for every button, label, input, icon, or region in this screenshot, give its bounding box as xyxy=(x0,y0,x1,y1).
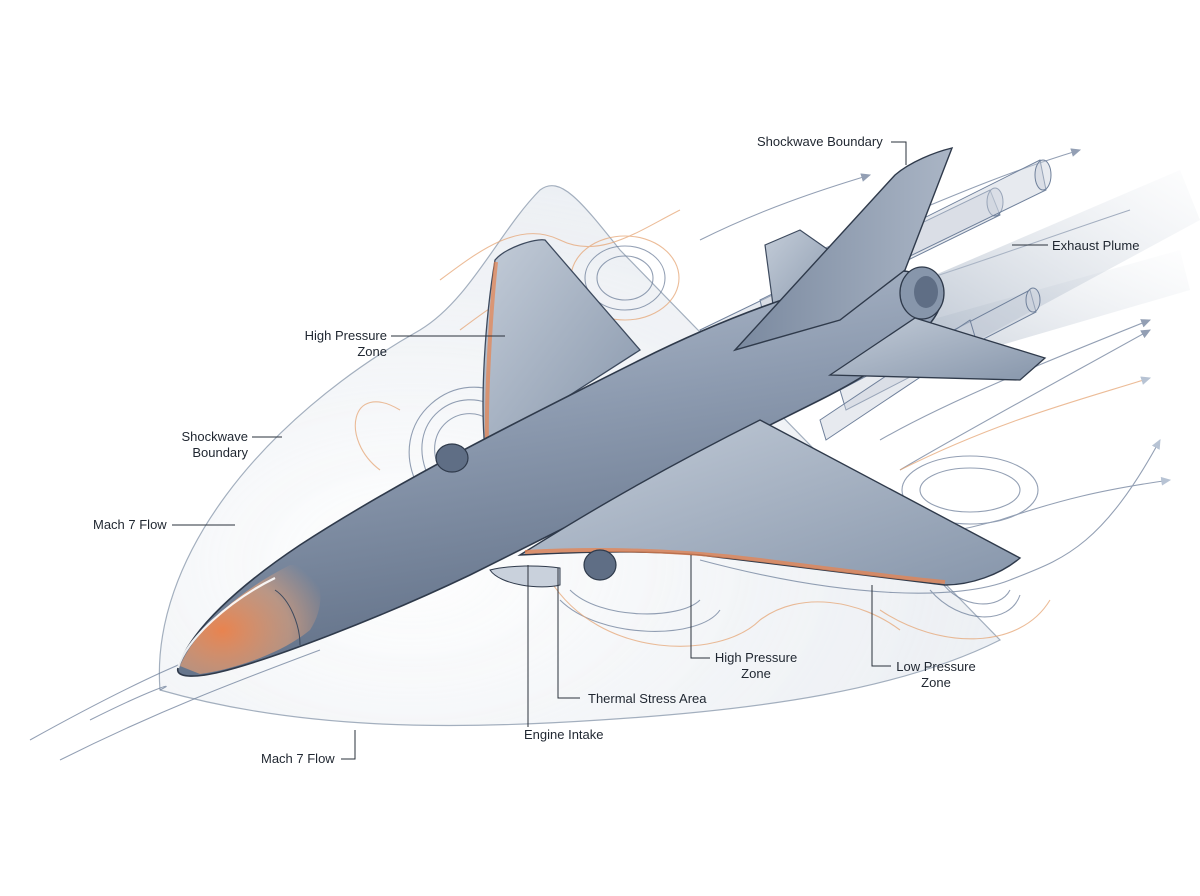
label-mach-7-flow-upper: Mach 7 Flow xyxy=(93,517,167,532)
label-engine-intake: Engine Intake xyxy=(524,727,604,742)
label-shockwave-boundary-left: Shockwave Boundary xyxy=(181,429,248,460)
leader-lines xyxy=(172,141,1048,760)
left-engine-intake xyxy=(435,443,469,473)
label-mach-7-flow-lower: Mach 7 Flow xyxy=(261,751,335,766)
label-low-pressure-zone: Low Pressure Zone xyxy=(896,659,976,690)
left-wing-leading-edge-heat xyxy=(484,261,498,449)
label-thermal-stress-area: Thermal Stress Area xyxy=(588,691,707,706)
nose-heat xyxy=(180,564,321,674)
rear-stabilizer-lower xyxy=(827,317,1047,381)
right-engine-intake xyxy=(583,549,617,581)
nose-cone-seam xyxy=(274,589,301,646)
right-wing-leading-edge-heat xyxy=(524,548,946,584)
vertical-fin xyxy=(732,147,954,352)
exhaust-plume xyxy=(900,170,1200,350)
label-high-pressure-zone-wing: High Pressure Zone xyxy=(304,328,387,359)
label-high-pressure-zone-lower: High Pressure Zone xyxy=(714,650,798,681)
label-exhaust-plume: Exhaust Plume xyxy=(1052,238,1140,253)
ventral-intake xyxy=(489,565,561,588)
label-shockwave-boundary-top: Shockwave Boundary xyxy=(757,134,883,149)
